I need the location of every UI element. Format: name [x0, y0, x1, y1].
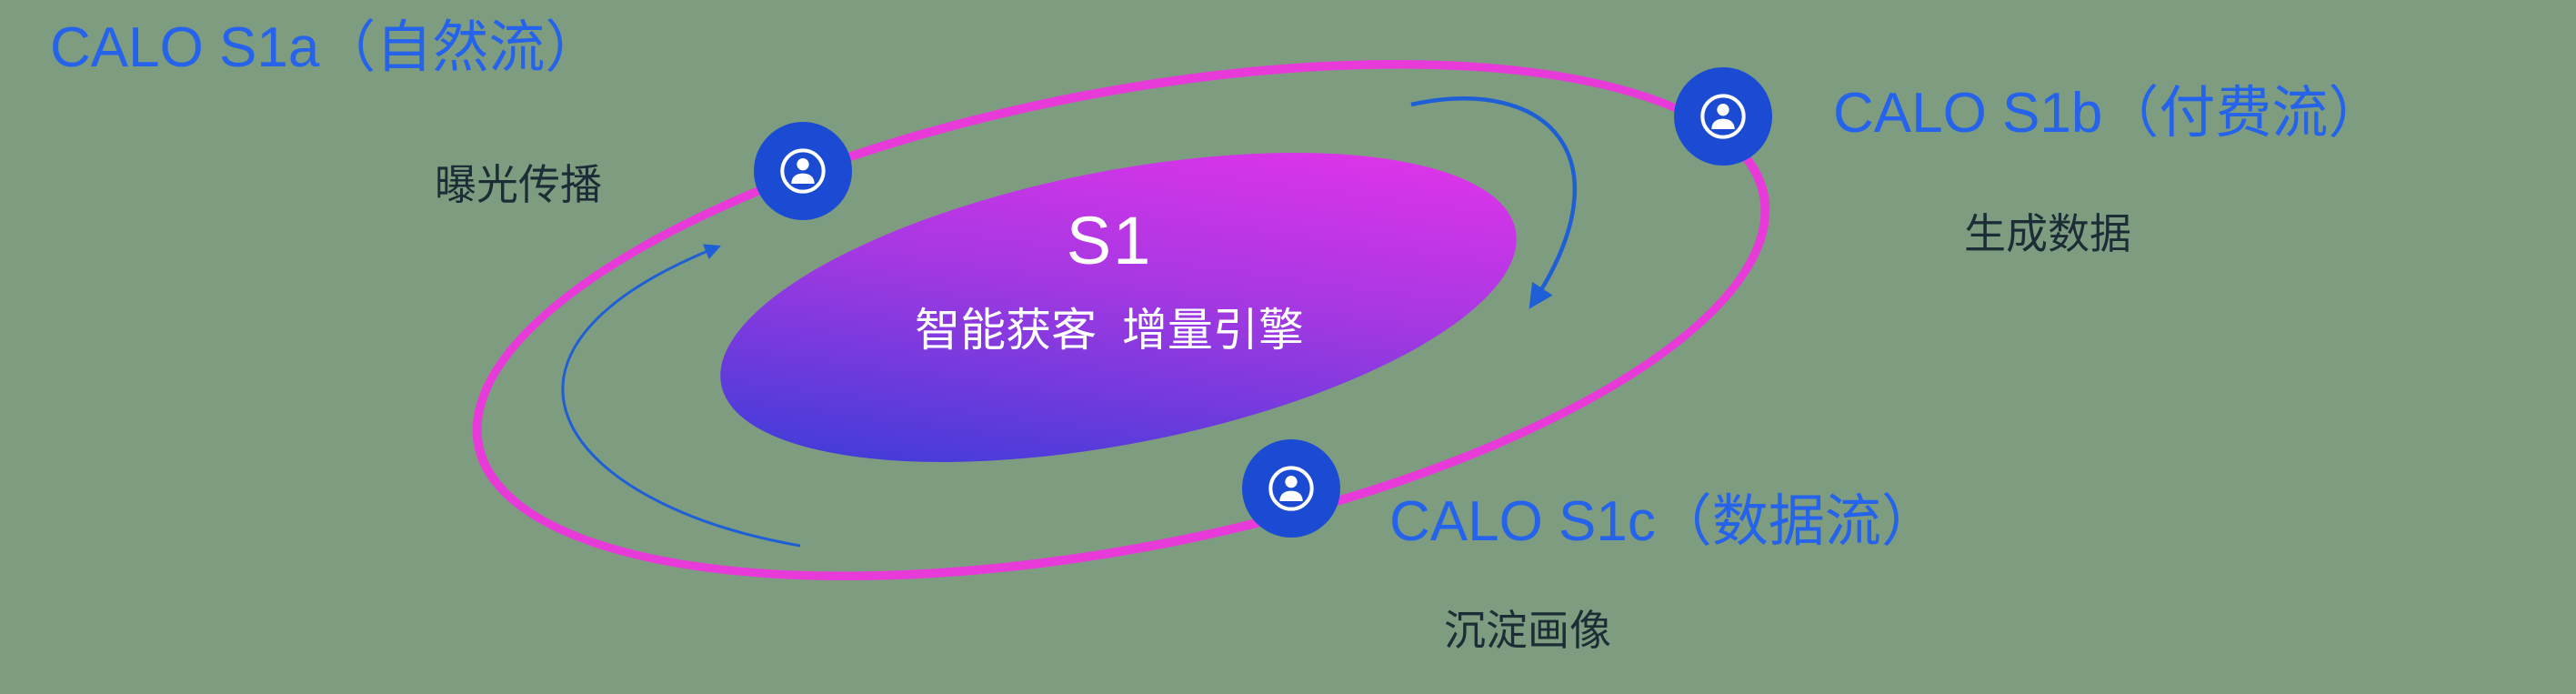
sublabel-s1c: 沉淀画像: [1444, 607, 1611, 654]
sublabel-s1b: 生成数据: [1964, 210, 2131, 257]
core-subtitle: 智能获客 增量引擎: [915, 305, 1304, 356]
sublabel-s1a: 曝光传播: [435, 161, 602, 208]
user-circle-icon: [780, 148, 826, 194]
user-circle-icon: [1700, 94, 1746, 139]
label-s1b: CALO S1b（付费流）: [1833, 82, 2385, 145]
node-s1b: [1674, 67, 1772, 166]
core-text-block: S1 智能获客 增量引擎: [746, 202, 1473, 359]
core-title: S1: [1066, 203, 1153, 278]
node-s1a: [754, 122, 852, 220]
label-s1c: CALO S1c（数据流）: [1389, 490, 1938, 553]
node-s1c: [1242, 439, 1340, 538]
label-s1a: CALO S1a（自然流）: [50, 16, 602, 79]
user-circle-icon: [1268, 466, 1314, 511]
